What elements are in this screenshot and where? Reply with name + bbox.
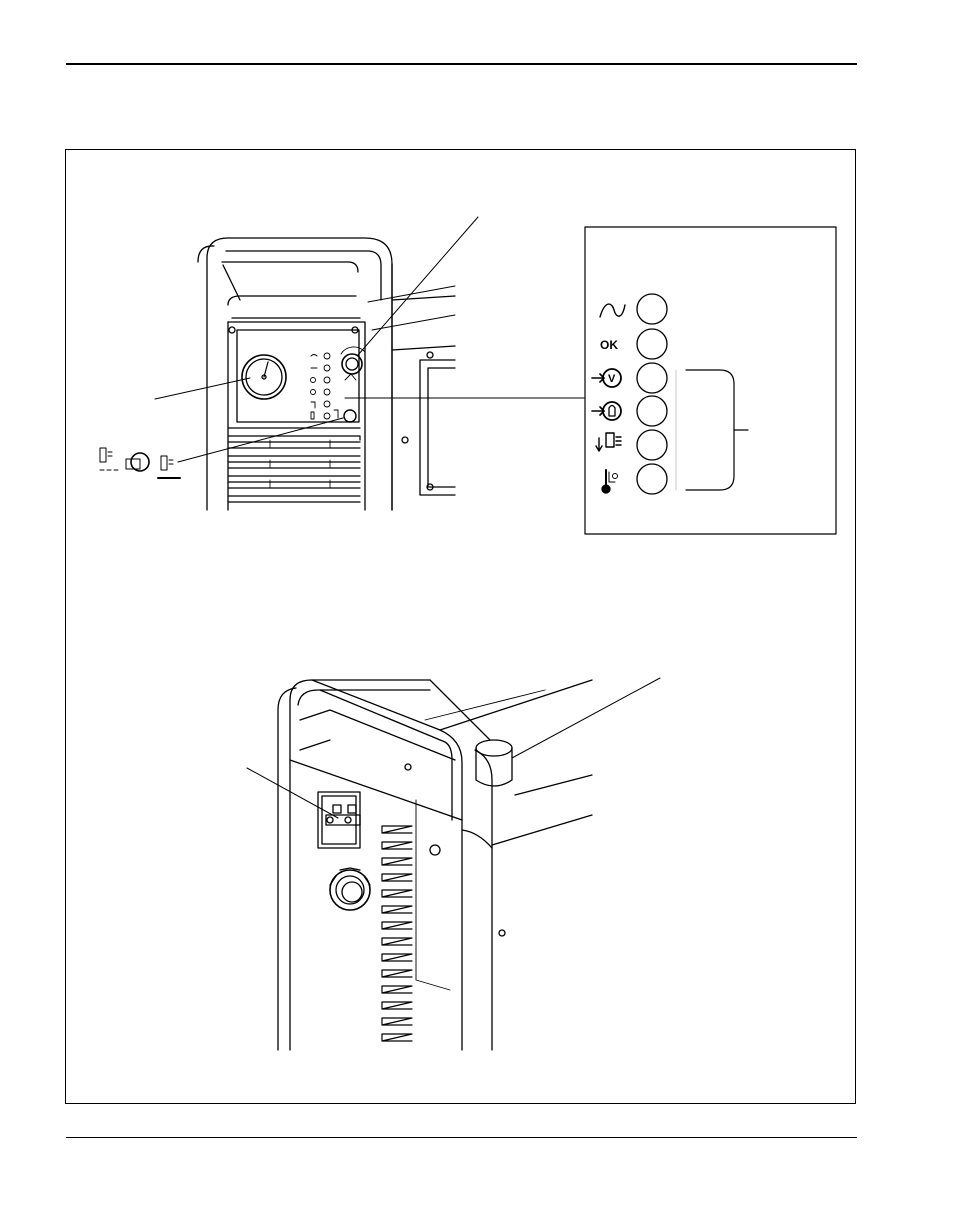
ac-sine-icon bbox=[599, 303, 626, 318]
front-view bbox=[197, 237, 456, 511]
header-rule bbox=[66, 63, 857, 65]
torch-cap-icon bbox=[595, 432, 622, 452]
callout-lines-top bbox=[154, 216, 585, 463]
rear-view bbox=[277, 679, 593, 1051]
voltage-arrow-icon bbox=[591, 368, 622, 388]
footer-rule bbox=[66, 1137, 857, 1138]
callout-lines-bottom bbox=[246, 677, 661, 819]
indicator-bracket bbox=[685, 369, 735, 491]
cut-mode-icons bbox=[99, 447, 181, 479]
voltage-label: V bbox=[608, 373, 616, 385]
indicator-leds bbox=[636, 293, 668, 495]
indicator-inset-box bbox=[584, 226, 837, 535]
thermometer-icon bbox=[601, 469, 618, 494]
ok-label: OK bbox=[600, 338, 618, 352]
gas-bottle-icon bbox=[591, 401, 622, 421]
figure-frame bbox=[65, 149, 856, 1104]
